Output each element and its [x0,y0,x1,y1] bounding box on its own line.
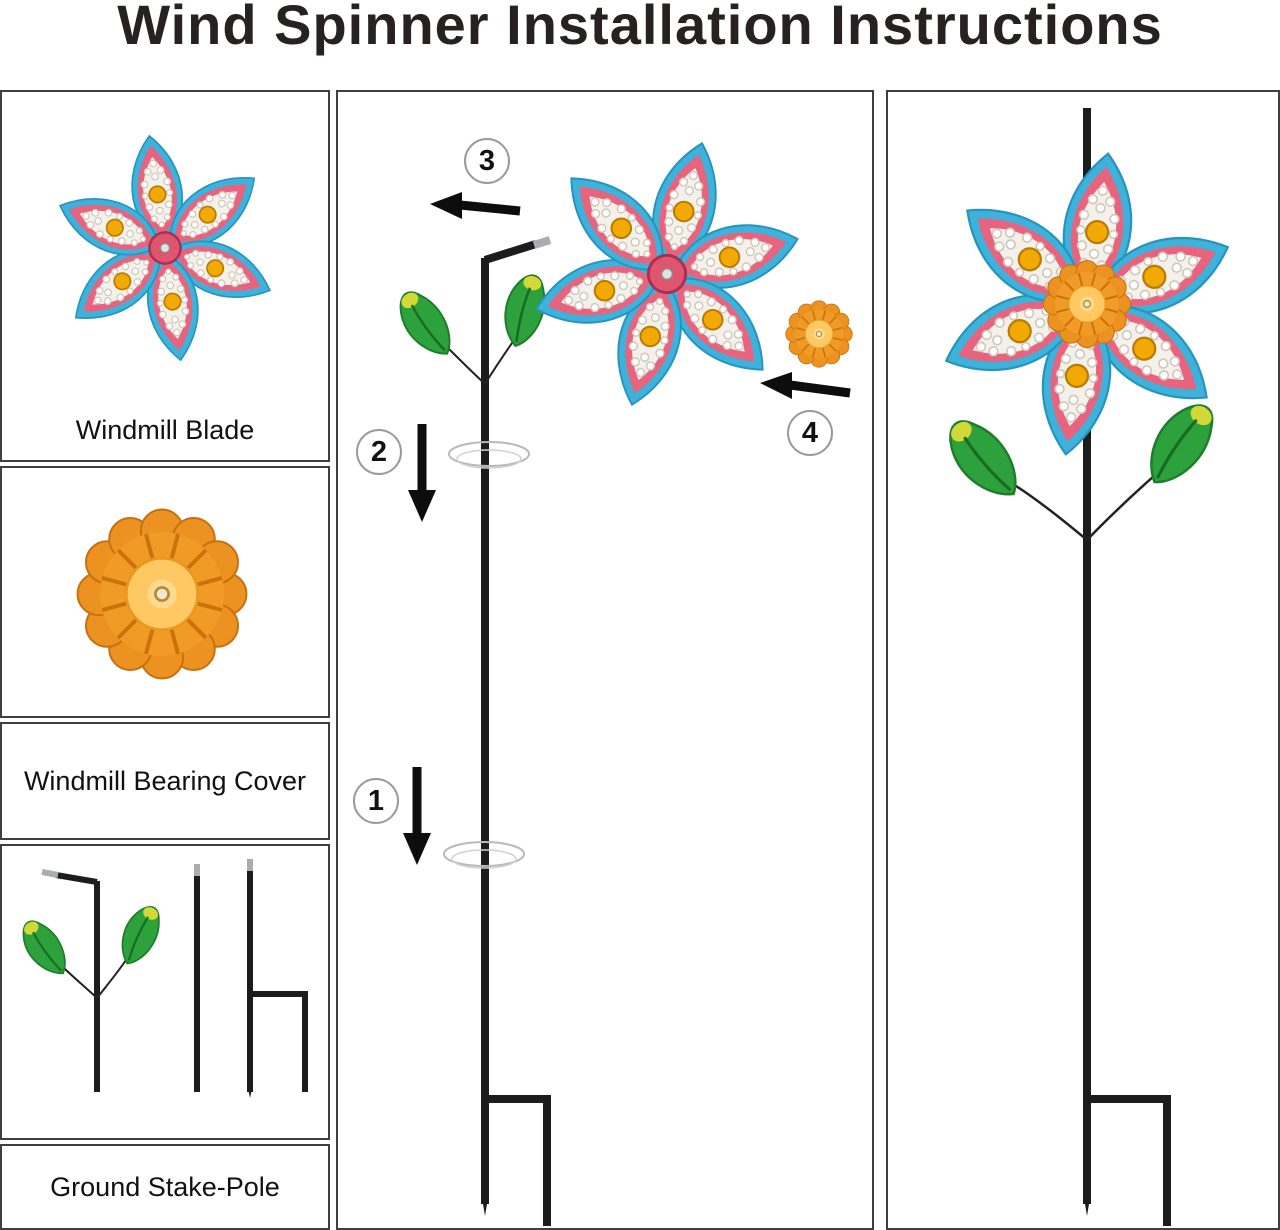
pole-tip [481,1192,489,1216]
leaf-left [935,408,1033,511]
bearing-cover-step-image [784,299,854,369]
step2-arrow [408,424,436,522]
bearing-label: Windmill Bearing Cover [23,765,307,796]
step-badge-4: 4 [787,410,833,456]
windmill-blade-image [2,98,328,398]
parts-box-bearing-label: Windmill Bearing Cover [0,722,330,840]
assembly-diagram [388,92,854,1226]
ground-fork [485,1095,551,1226]
step3-arrow [430,192,521,219]
blade-label: Windmill Blade [75,415,255,445]
assembled-spinner-image [888,108,1278,1226]
assembly-panel [336,90,874,1230]
rotate-indicator-lower [443,841,525,867]
ground-fork [1087,1095,1171,1226]
parts-box-stake-label: Ground Stake-Pole [0,1144,330,1230]
step-badge-1: 1 [353,778,399,824]
step4-arrow [760,372,851,399]
step-badge-2: 2 [356,429,402,475]
parts-box-stakes [0,844,330,1140]
step1-arrow [403,767,431,865]
page-title: Wind Spinner Installation Instructions [117,0,1163,56]
leaf-left [388,282,463,366]
bearing-cover-image [75,507,249,681]
step-badge-3: 3 [464,138,510,184]
parts-box-bearing-image [0,466,330,718]
rotate-indicator-upper [448,441,530,467]
stake-label: Ground Stake-Pole [50,1171,280,1202]
stake-poles-image [13,859,308,1098]
assembled-panel [886,90,1280,1230]
parts-box-blade: Windmill Blade [0,90,330,462]
pole-tip [1083,1192,1091,1216]
